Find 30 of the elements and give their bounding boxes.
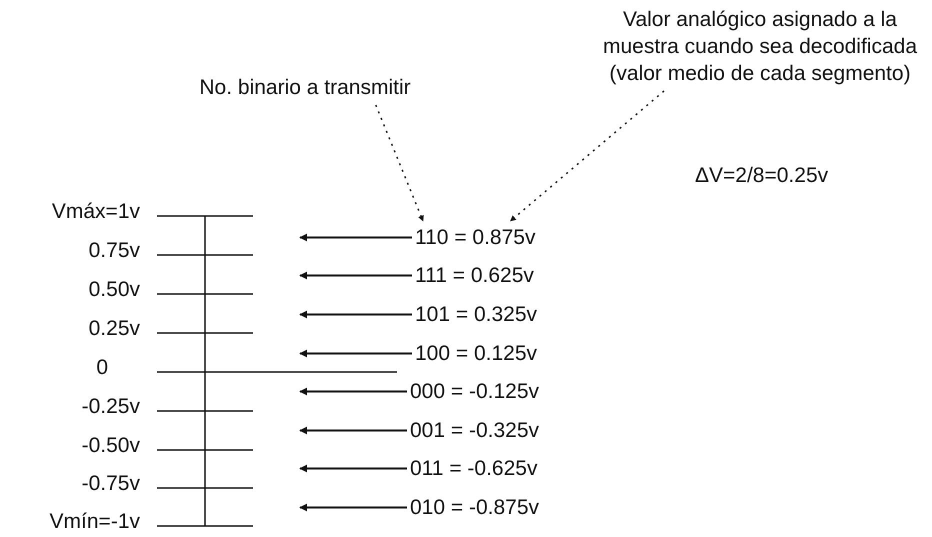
scale-label: Vmín=-1v	[50, 509, 140, 535]
arrow	[299, 504, 407, 512]
code-value-text: 001 = -0.325v	[410, 417, 540, 444]
code-value-text: 101 = 0.325v	[415, 301, 538, 328]
scale-label: -0.25v	[82, 394, 140, 420]
scale-label: 0	[96, 355, 108, 381]
arrow	[299, 464, 407, 472]
leader-line	[375, 104, 424, 222]
arrow	[299, 234, 412, 242]
step-size-note: ΔV=2/8=0.25v	[695, 163, 828, 189]
arrow	[299, 388, 407, 396]
scale-label: 0.50v	[88, 277, 140, 303]
code-value-text: 010 = -0.875v	[410, 494, 540, 521]
arrow	[299, 426, 407, 434]
arrow	[299, 350, 412, 358]
scale-label: 0.25v	[88, 316, 140, 342]
arrow	[299, 272, 412, 280]
code-value-text: 000 = -0.125v	[410, 378, 540, 405]
scale-label: -0.75v	[82, 471, 140, 497]
code-value-text: 111 = 0.625v	[415, 262, 534, 289]
scale-label: Vmáx=1v	[52, 199, 140, 225]
code-value-text: 100 = 0.125v	[415, 340, 538, 367]
leader-line	[510, 90, 664, 222]
code-value-text: 110 = 0.875v	[415, 224, 536, 251]
scale-label: 0.75v	[88, 238, 140, 264]
arrow	[299, 310, 412, 318]
code-value-text: 011 = -0.625v	[410, 455, 538, 482]
callout-text: No. binario a transmitir	[180, 74, 430, 101]
callout-text: Valor analógico asignado a la muestra cuando sea decodificada (valor medio de cada segmento)	[600, 6, 920, 87]
scale-label: -0.50v	[82, 433, 140, 459]
